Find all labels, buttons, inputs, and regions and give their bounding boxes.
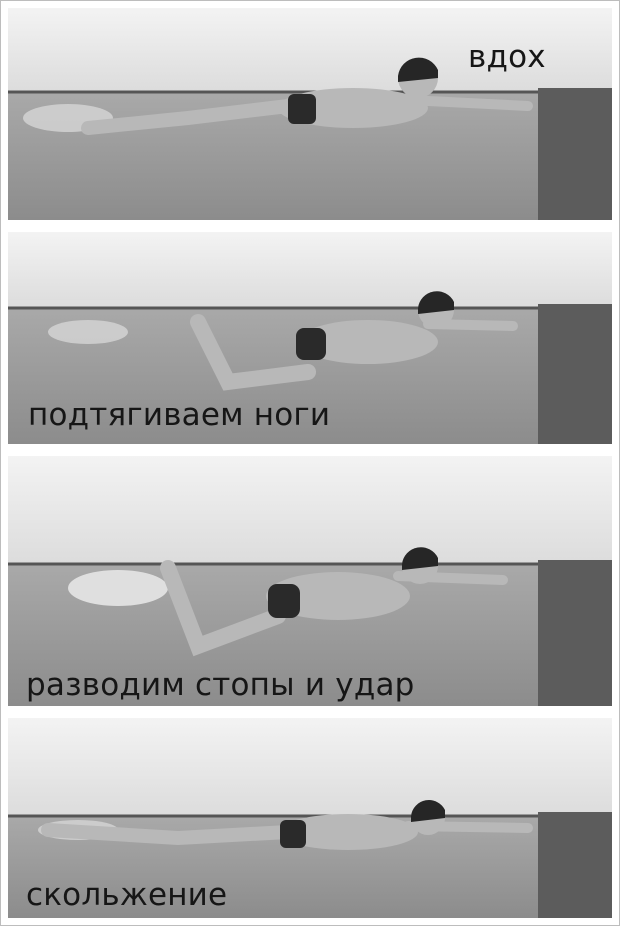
panel-spread-kick: разводим стопы и удар [8,456,612,706]
trunks [288,94,316,124]
trunks [280,820,306,848]
caption-glide: скольжение [26,880,227,911]
trunks [296,328,326,360]
air-area [8,456,612,564]
legs [48,830,288,838]
pool-wall [538,560,612,706]
panel-glide: скольжение [8,718,612,918]
trunks [268,584,300,618]
air-area [8,232,612,308]
pool-wall [538,88,612,220]
pool-wall [538,812,612,918]
caption-pull-legs: подтягиваем ноги [28,400,330,431]
arms [408,100,528,106]
air-area [8,718,612,816]
panel-inhale: вдох [8,8,612,220]
pool-wall [538,304,612,444]
splash [68,570,168,606]
panel-pull-legs: подтягиваем ноги [8,232,612,444]
caption-spread-kick: разводим стопы и удар [26,670,415,701]
caption-inhale: вдох [468,42,546,73]
splash [48,320,128,344]
